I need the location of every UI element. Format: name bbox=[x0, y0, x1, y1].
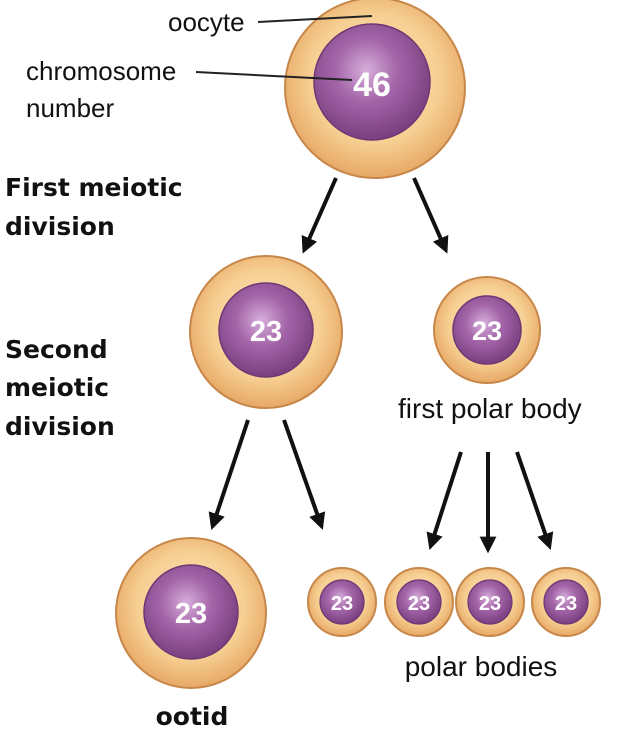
second-meiotic-division-label-line2: meiotic bbox=[5, 373, 109, 402]
first-polar-body-label: first polar body bbox=[398, 393, 582, 424]
first-meiotic-division-label-line1: First meiotic bbox=[5, 173, 183, 202]
oocyte-cell: 46 bbox=[284, 0, 466, 179]
arrow-to-polar-body-2 bbox=[426, 451, 463, 550]
arrow-to-secondary-oocyte bbox=[301, 177, 338, 254]
polar-body-1-cell: 23 bbox=[307, 567, 377, 637]
ootid-label: ootid bbox=[156, 702, 229, 731]
polar-body-4-chromosome-number: 23 bbox=[555, 593, 577, 615]
first-polar-body-cell: 23 bbox=[433, 276, 541, 384]
polar-body-3-chromosome-number: 23 bbox=[479, 593, 501, 615]
secondary-oocyte-chromosome-number: 23 bbox=[250, 316, 282, 348]
second-meiotic-division-label-line1: Second bbox=[5, 335, 108, 364]
arrow-to-ootid bbox=[208, 419, 250, 530]
second-meiotic-division-label-line3: division bbox=[5, 412, 115, 441]
chromosome-number-label-line1: chromosome bbox=[26, 56, 176, 86]
chromosome-number-label-line2: number bbox=[26, 93, 114, 123]
ootid-chromosome-number: 23 bbox=[175, 598, 207, 630]
arrow-to-polar-body-4 bbox=[515, 451, 554, 550]
first-polar-body-chromosome-number: 23 bbox=[472, 316, 502, 346]
polar-body-3-cell: 23 bbox=[455, 567, 525, 637]
polar-bodies-label: polar bodies bbox=[405, 651, 558, 682]
arrow-to-polar-body-1 bbox=[282, 419, 326, 530]
polar-body-2-chromosome-number: 23 bbox=[408, 593, 430, 615]
oocyte-leader-line bbox=[257, 15, 373, 23]
polar-body-1-chromosome-number: 23 bbox=[331, 593, 353, 615]
first-meiotic-division-label-line2: division bbox=[5, 212, 115, 241]
oocyte-label: oocyte bbox=[168, 7, 245, 37]
arrow-to-first-polar-body bbox=[412, 177, 449, 254]
polar-body-2-cell: 23 bbox=[384, 567, 454, 637]
ootid-cell: 23 bbox=[115, 537, 267, 689]
secondary-oocyte-cell: 23 bbox=[189, 255, 343, 409]
polar-body-4-cell: 23 bbox=[531, 567, 601, 637]
oocyte-chromosome-number: 46 bbox=[353, 66, 391, 104]
chromosome-leader-line bbox=[195, 71, 353, 81]
